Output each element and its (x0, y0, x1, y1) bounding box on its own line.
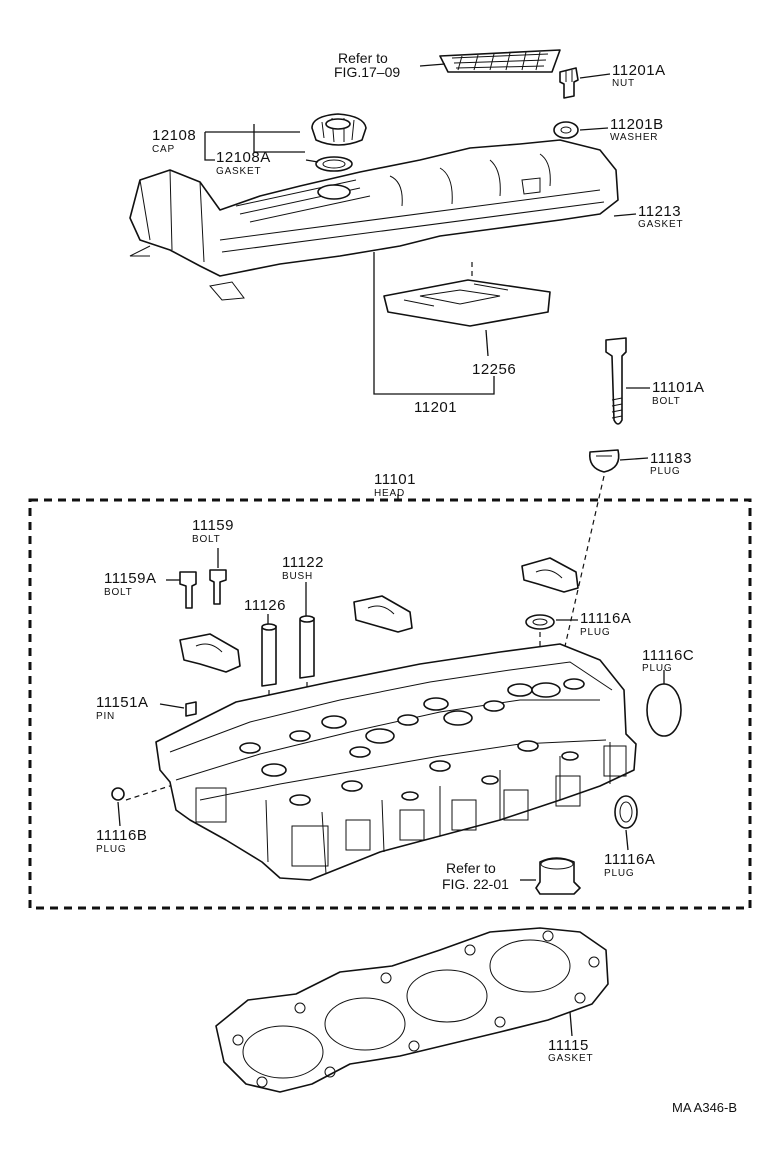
leader-11183 (619, 457, 649, 461)
leader-11201A (579, 73, 611, 79)
part-number-11115: 11115 (548, 1037, 589, 1054)
part-name-plug-11116B: PLUG (96, 844, 127, 855)
plug-11116A-top-part (525, 614, 555, 630)
part-number-11101: 11101 (374, 471, 416, 488)
bearing-cap-part (353, 595, 413, 633)
part-name-cap: CAP (152, 144, 175, 155)
head-gasket-part (215, 927, 609, 1093)
ref-fig-2201-line1: Refer to (446, 860, 496, 876)
leader-11116A-bottom (625, 829, 629, 851)
part-number-12108: 12108 (152, 127, 197, 144)
leader-11115 (569, 1011, 573, 1037)
plug-11116C-part (646, 683, 682, 737)
leader-12108 (204, 124, 305, 161)
bush-11126-part (261, 623, 277, 687)
bush-11122-part (299, 615, 315, 679)
part-number-11201B: 11201B (610, 116, 664, 133)
part-number-11159: 11159 (192, 517, 234, 534)
leader-ref-1709 (419, 63, 446, 67)
part-name-plug-11116A-bottom: PLUG (604, 868, 635, 879)
part-number-11116B: 11116B (96, 827, 148, 844)
leader-11183-dash (559, 475, 605, 669)
head-assembly-frame (28, 498, 752, 910)
ref-fig-1709-line2: FIG.17–09 (334, 64, 401, 80)
bearing-cap-part (521, 557, 579, 593)
oil-filler-cap-part (311, 113, 367, 146)
leader-11213 (613, 213, 637, 217)
part-name-nut: NUT (612, 78, 635, 89)
leader-11201B (579, 127, 609, 131)
leader-11151A (159, 703, 185, 709)
part-number-12256: 12256 (472, 361, 517, 378)
washer-part (553, 121, 579, 139)
leader-11201 (373, 252, 495, 395)
part-name-washer: WASHER (610, 132, 659, 143)
part-name-bolt-11101A: BOLT (652, 396, 681, 407)
ref-fig-1709-line1: Refer to (338, 50, 388, 66)
part-number-11213: 11213 (638, 203, 682, 220)
bolt-11159A-part (179, 571, 197, 609)
plug-11183-part (588, 449, 620, 473)
bearing-cap-part (179, 633, 241, 673)
part-name-head: HEAD (374, 488, 405, 499)
part-number-11159A: 11159A (104, 570, 157, 587)
part-name-bolt-11159: BOLT (192, 534, 221, 545)
plug-11116B-axis (125, 783, 177, 801)
part-name-gasket-11115: GASKET (548, 1053, 594, 1064)
cylinder-head-bosses (239, 678, 585, 806)
part-name-bolt-11159A: BOLT (104, 587, 133, 598)
part-name-pin: PIN (96, 711, 116, 722)
part-name-plug-11116A-top: PLUG (580, 627, 611, 638)
plate-gasket-part (383, 279, 551, 327)
part-number-11151A: 11151A (96, 694, 149, 711)
part-number-11126: 11126 (244, 597, 286, 614)
pin-part (185, 701, 197, 717)
plug-11116B-part (111, 787, 125, 801)
cap-gasket-part (315, 156, 353, 172)
cylinder-head-part (155, 643, 637, 881)
leader-12108A (305, 159, 319, 163)
leader-11116B (117, 801, 121, 827)
plug-11116A-bottom-part (614, 795, 638, 829)
part-name-gasket-11213: GASKET (638, 219, 684, 230)
intake-gasket-ref-part (439, 49, 561, 73)
part-name-gasket-12108A: GASKET (216, 166, 262, 177)
cylinder-head-cover-part (129, 139, 619, 301)
part-name-plug-11116C: PLUG (642, 663, 673, 674)
part-number-11116A-top: 11116A (580, 610, 632, 627)
drawing-code: MA A346-B (672, 1100, 738, 1115)
head-bolt-part (605, 337, 627, 425)
nut-part (559, 67, 579, 99)
part-number-11116A-bottom: 11116A (604, 851, 656, 868)
ref-fig-2201-line2: FIG. 22-01 (442, 876, 509, 892)
part-number-11116C: 11116C (642, 647, 695, 664)
part-name-plug-11183: PLUG (650, 466, 681, 477)
part-number-11201A: 11201A (612, 62, 666, 79)
part-name-bush: BUSH (282, 571, 313, 582)
part-number-11122: 11122 (282, 554, 324, 571)
leader-12256 (485, 329, 489, 357)
part-number-11101A: 11101A (652, 379, 705, 396)
part-number-11183: 11183 (650, 450, 692, 467)
part-number-11201: 11201 (414, 399, 458, 416)
part-number-12108A: 12108A (216, 149, 271, 166)
fig-2201-ref-part (535, 857, 581, 895)
bolt-11159-part (209, 569, 227, 605)
